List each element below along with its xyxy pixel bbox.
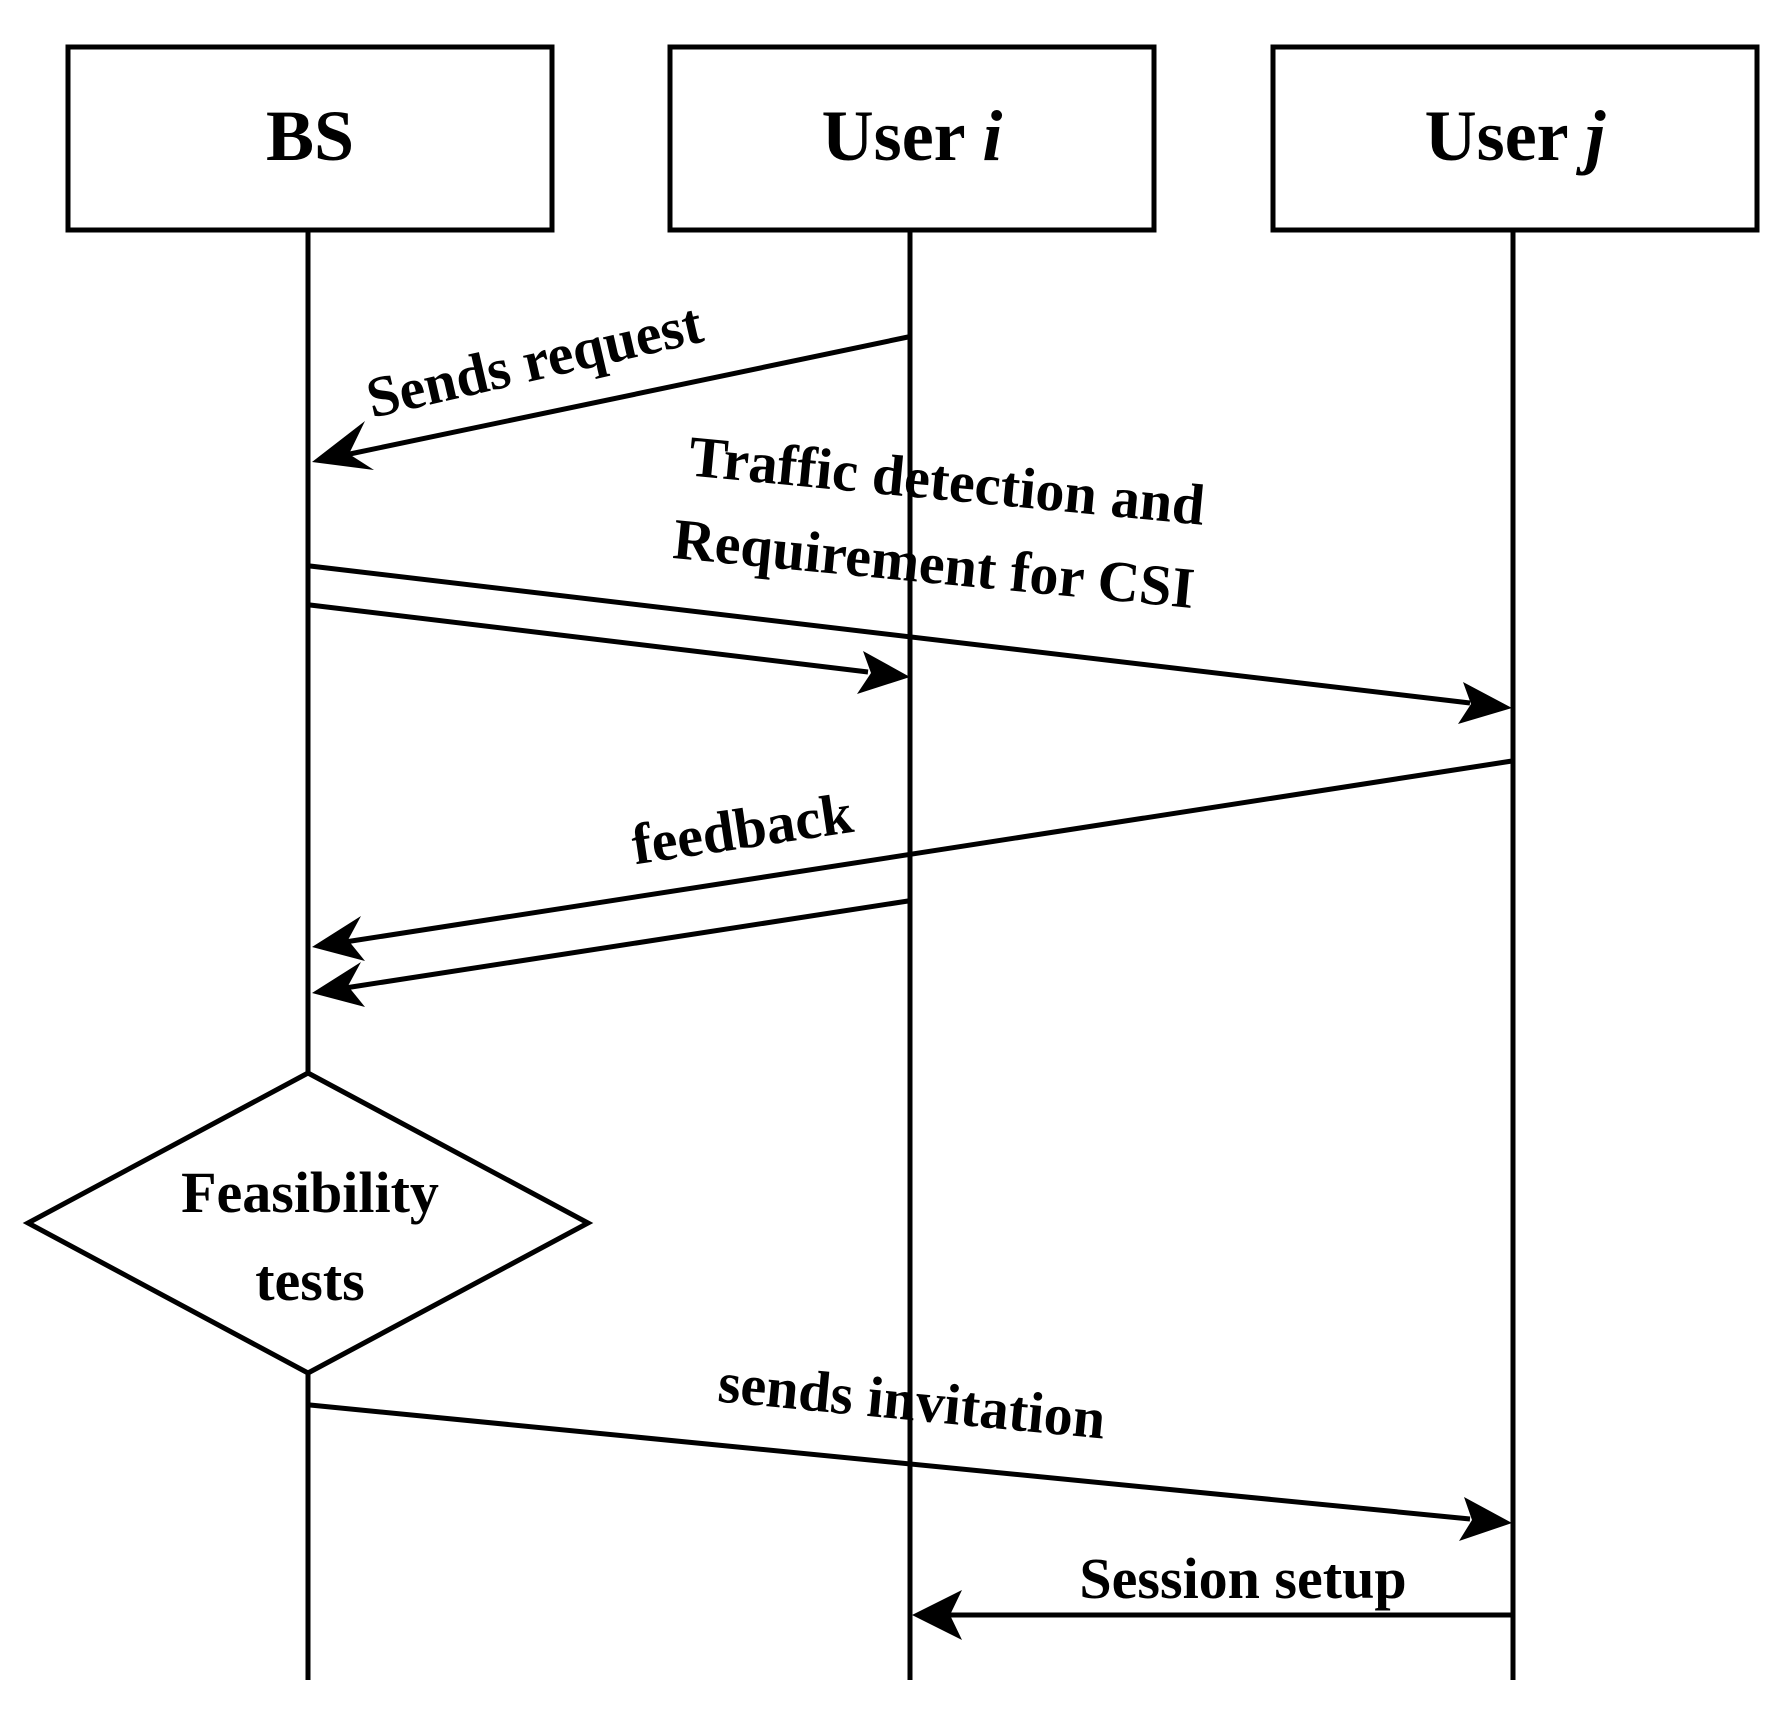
message-feedback-label: feedback: [627, 780, 857, 877]
participant-user-j-label: User j: [1425, 96, 1607, 176]
message-traffic-to-user-i: [309, 602, 910, 694]
message-sends-invitation: [309, 1402, 1512, 1541]
message-feedback-from-user-i: [312, 898, 909, 1007]
decision-feasibility-tests: Feasibility tests: [22, 1070, 594, 1376]
participant-bs-label: BS: [266, 96, 354, 176]
participant-bs: BS: [65, 44, 555, 233]
participant-user-j: User j: [1270, 44, 1760, 233]
arrowhead-icon: [857, 651, 910, 694]
message-feedback-from-user-i-line: [344, 898, 909, 991]
message-session-setup: [912, 1590, 1512, 1640]
message-sends-invitation-line: [309, 1402, 1471, 1522]
arrowhead-icon: [1459, 1497, 1512, 1541]
participant-user-j-box: [1270, 44, 1760, 233]
participant-user-i-label: User i: [822, 96, 1003, 176]
arrowhead-icon: [312, 916, 365, 961]
arrowhead-icon: [912, 1590, 962, 1640]
participant-user-i: User i: [667, 44, 1157, 233]
message-traffic-to-user-i-line: [309, 602, 869, 675]
arrowhead-icon: [1458, 682, 1512, 724]
message-traffic-to-user-j-line: [309, 563, 1471, 706]
message-sends-request-line: [344, 334, 909, 458]
message-session-setup-label: Session setup: [1079, 1546, 1406, 1611]
arrowhead-icon: [312, 421, 374, 470]
participant-bs-box: [65, 44, 555, 233]
arrowhead-icon: [312, 962, 365, 1007]
message-sends-request-label: Sends request: [360, 290, 709, 430]
message-traffic-to-user-j: [309, 563, 1512, 724]
decision-label-line1: Feasibility: [181, 1160, 439, 1225]
message-feedback-from-user-j: [312, 758, 1513, 961]
decision-label-line2: tests: [255, 1248, 365, 1313]
decision-diamond: [22, 1070, 594, 1376]
participant-user-i-box: [667, 44, 1157, 233]
message-feedback-from-user-j-line: [344, 758, 1513, 945]
